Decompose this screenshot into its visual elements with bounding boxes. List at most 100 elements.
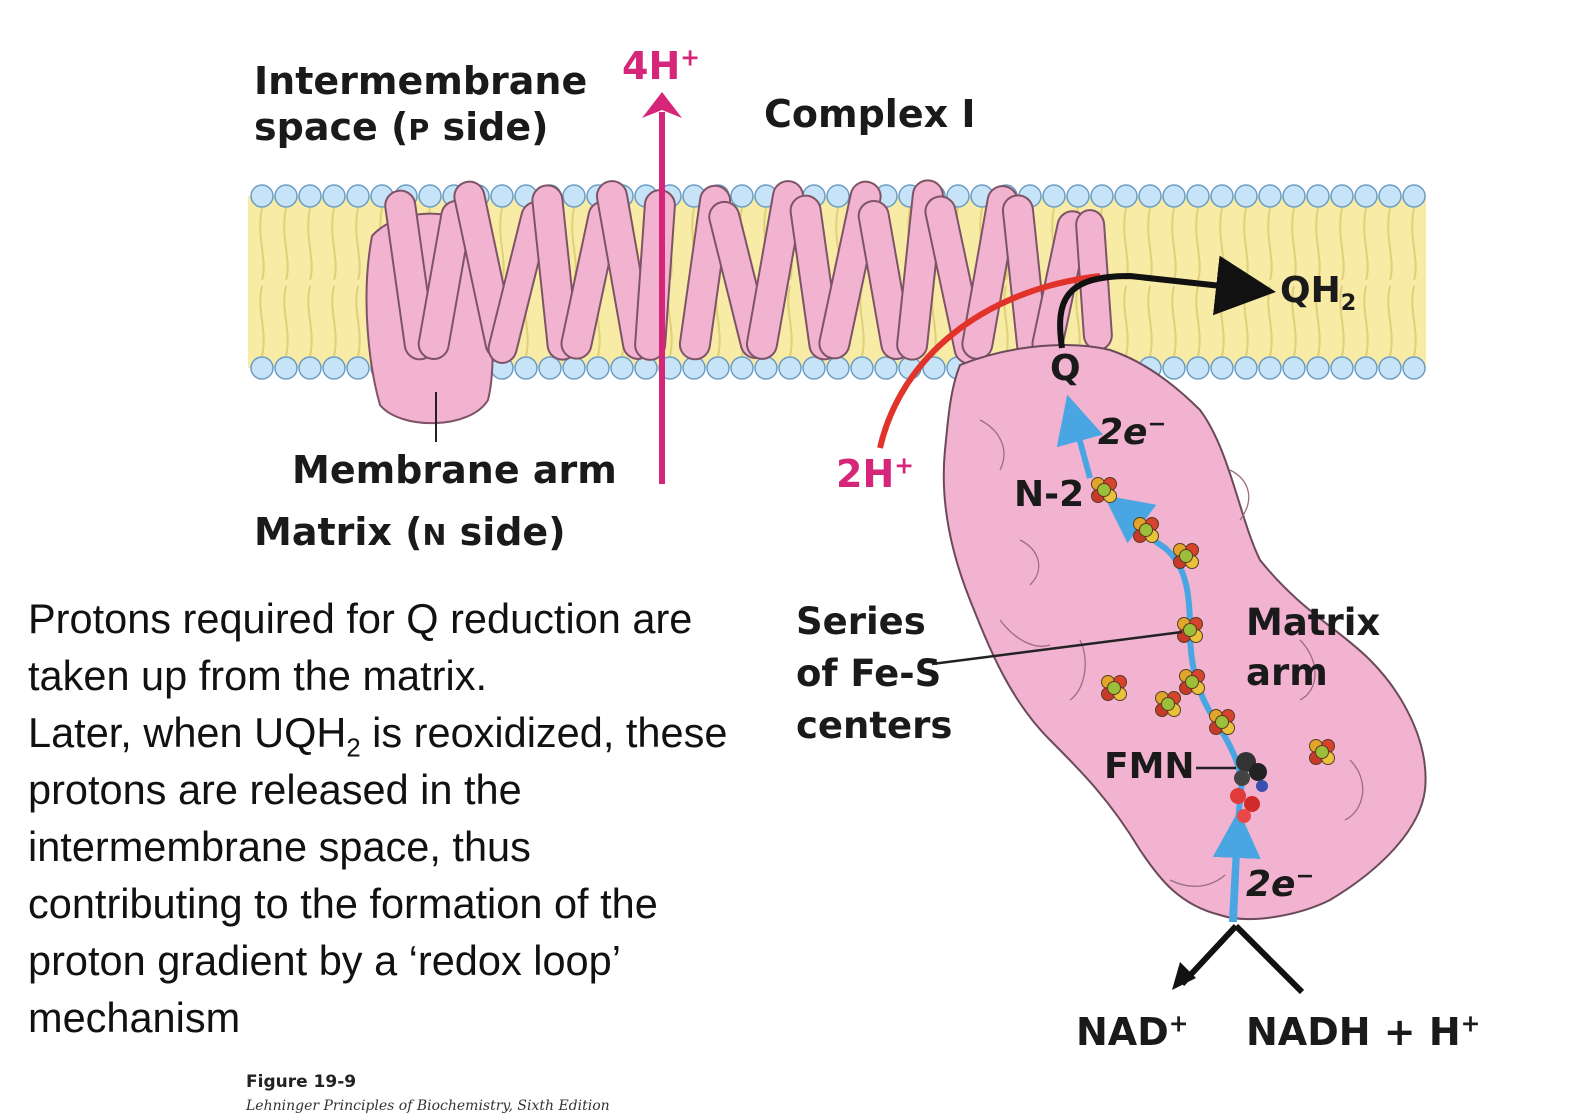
lipid-tail (1195, 285, 1201, 357)
lipid-tail (1291, 207, 1297, 281)
electrons-bottom-main: 2e (1246, 864, 1296, 905)
fe-s-atom (1161, 697, 1175, 711)
lipid-headgroup (274, 184, 298, 208)
lipid-tail (283, 285, 289, 357)
lipid-tail (787, 285, 793, 357)
fe-s-atom (1183, 623, 1197, 637)
fe-s-cluster (1173, 543, 1199, 569)
lipid-tail (259, 207, 265, 281)
lipid-tail (1363, 207, 1369, 281)
lipid-headgroup (1330, 356, 1354, 380)
lipid-tail (331, 207, 337, 281)
lipid-headgroup (274, 356, 298, 380)
lipid-headgroup (610, 356, 634, 380)
fe-s-atom (1179, 549, 1193, 563)
qh2-label: QH2 (1280, 270, 1356, 314)
electrons-top-label: 2e− (1098, 412, 1166, 453)
nad-sup: + (1168, 1009, 1189, 1038)
fes-line1: Series (796, 600, 926, 643)
n2-label: N-2 (1014, 474, 1085, 515)
lipid-headgroup (1186, 356, 1210, 380)
lipid-headgroup (250, 184, 274, 208)
fes-line3: centers (796, 704, 953, 747)
lipid-headgroup (1234, 356, 1258, 380)
transmembrane-helix (745, 180, 805, 360)
lipid-tail (355, 285, 361, 357)
lipid-headgroup (1210, 184, 1234, 208)
proton-pump-main: 4H (622, 44, 681, 88)
lipid-headgroup (1258, 184, 1282, 208)
matrix-arm-line2: arm (1246, 651, 1328, 694)
q-reduction-arrow (1057, 255, 1276, 349)
fe-s-cluster (1101, 675, 1127, 701)
lipid-headgroup (1162, 356, 1186, 380)
intermembrane-line2-b: side) (429, 105, 549, 149)
electrons-top-main: 2e (1098, 412, 1148, 453)
lipid-headgroup (346, 356, 370, 380)
paragraph-line5: intermembrane space, thus (28, 823, 531, 870)
fe-s-cluster (1209, 709, 1235, 735)
lipid-headgroup (874, 356, 898, 380)
lipid-headgroup (1354, 184, 1378, 208)
paragraph-line6: contributing to the formation of the (28, 880, 658, 927)
paragraph-line3-b: is reoxidized, these (360, 709, 728, 756)
lipid-tail (355, 207, 361, 281)
lipid-headgroup (298, 356, 322, 380)
lipid-headgroup (1114, 184, 1138, 208)
lipid-tail (1339, 207, 1345, 281)
lipid-headgroup (1042, 184, 1066, 208)
lipid-tail (1123, 285, 1129, 357)
nad-main: NAD (1076, 1010, 1169, 1054)
lipid-headgroup (586, 356, 610, 380)
lipid-tail (1291, 285, 1297, 357)
qh2-main: QH (1280, 270, 1341, 311)
lipid-tail (1147, 207, 1153, 281)
lipid-tail (1315, 285, 1321, 357)
electron-arrow-top (1056, 394, 1104, 479)
proton-pump-arrow (642, 92, 682, 484)
lipid-tail (307, 207, 313, 281)
fes-label: Series of Fe-S centers (796, 596, 952, 752)
lipid-headgroup (1402, 356, 1426, 380)
nadh-label: NADH + H+ (1246, 1010, 1480, 1054)
lipid-headgroup (1066, 184, 1090, 208)
figure-caption: Figure 19-9 (246, 1072, 357, 1092)
lipid-tail (499, 207, 505, 281)
figure-credit: Lehninger Principles of Biochemistry, Si… (246, 1098, 610, 1114)
paragraph-line7: proton gradient by a ‘redox loop’ (28, 937, 621, 984)
lipid-tail (1387, 207, 1393, 281)
fe-s-cluster (1155, 691, 1181, 717)
fe-s-atom (1315, 745, 1329, 759)
lipid-tail (1171, 285, 1177, 357)
lipid-headgroup (322, 184, 346, 208)
lipid-headgroup (1162, 184, 1186, 208)
proton-pump-sup: + (680, 43, 700, 72)
lipid-headgroup (682, 356, 706, 380)
lipid-headgroup (1282, 356, 1306, 380)
lipid-headgroup (730, 356, 754, 380)
lipid-tail (1339, 285, 1345, 357)
lipid-headgroup (1234, 184, 1258, 208)
lipid-headgroup (1354, 356, 1378, 380)
lipid-headgroup (490, 184, 514, 208)
lipid-headgroup (1330, 184, 1354, 208)
lipid-headgroup (1138, 184, 1162, 208)
electrons-top-sup: − (1147, 411, 1167, 437)
paragraph-line2: taken up from the matrix. (28, 652, 487, 699)
electrons-bottom-sup: − (1295, 863, 1315, 889)
electron-arrow-bottom (1212, 810, 1261, 923)
lipid-headgroup (250, 356, 274, 380)
fe-s-cluster (1309, 739, 1335, 765)
membrane-arm (365, 179, 1113, 425)
nad-label: NAD+ (1076, 1010, 1189, 1054)
uptake-main: 2H (836, 452, 895, 496)
fe-s-cluster (1091, 477, 1117, 503)
matrix-label-b: side) (446, 510, 566, 554)
paragraph-line3: Later, when UQH2 is reoxidized, these (28, 704, 788, 761)
lipid-tail (1003, 285, 1009, 357)
lipid-tail (1147, 285, 1153, 357)
lipid-headgroup (850, 356, 874, 380)
lipid-headgroup (562, 356, 586, 380)
fe-s-cluster (1179, 669, 1205, 695)
paragraph-line1: Protons required for Q reduction are (28, 595, 693, 642)
